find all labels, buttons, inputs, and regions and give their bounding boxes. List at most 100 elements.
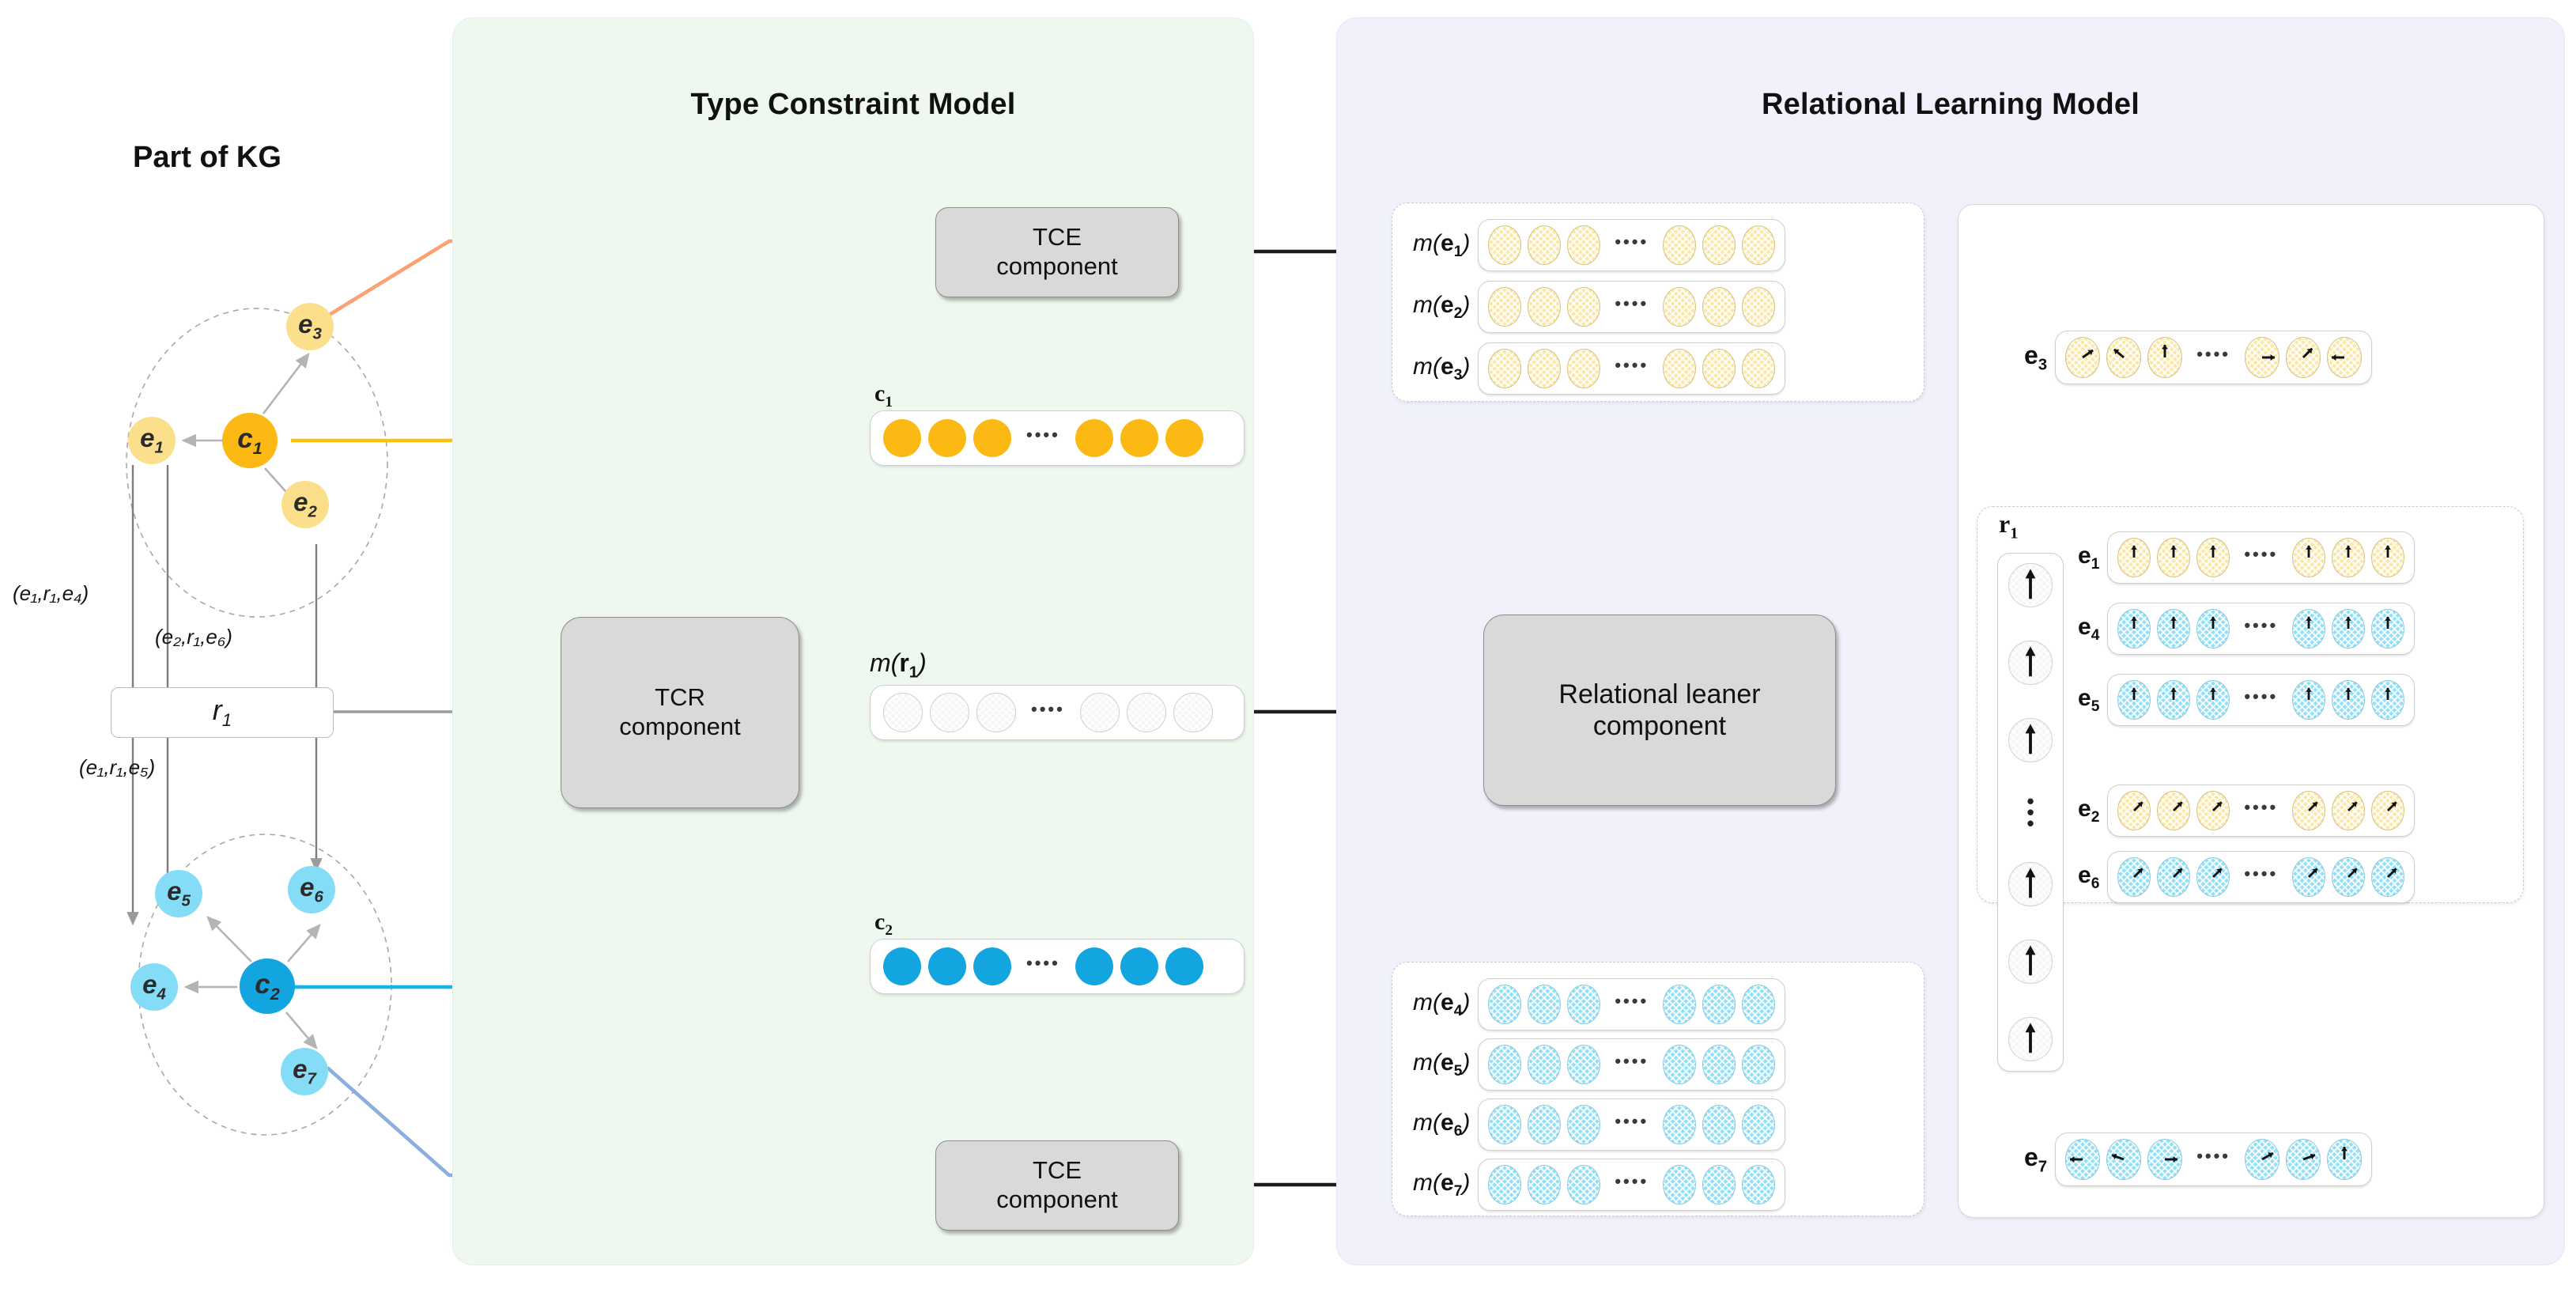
kg-node-e6[interactable]: e6	[288, 866, 335, 913]
embedding-capsule[interactable]: ••••	[1478, 219, 1786, 271]
embedding-capsule[interactable]: ••••	[1478, 1098, 1786, 1151]
embedding-cell	[1663, 1165, 1697, 1204]
output-capsule[interactable]: ••••	[2107, 531, 2415, 584]
embedding-row-label: m(e2)	[1413, 291, 1471, 322]
embedding-cell	[1663, 985, 1697, 1024]
c1-type-vector[interactable]: ••••	[870, 410, 1245, 466]
output-row-e1: e1••••	[2078, 531, 2415, 584]
embedding-row-me7: m(e7)••••	[1413, 1159, 1786, 1211]
embedding-cell	[1567, 985, 1601, 1024]
output-capsule[interactable]: ••••	[2055, 1133, 2372, 1186]
output-capsule[interactable]: ••••	[2107, 674, 2415, 726]
dial-cell	[2332, 857, 2366, 897]
relational-learner-component[interactable]: Relational leaner component	[1483, 614, 1836, 806]
vector-cell	[928, 947, 966, 985]
kg-node-e3[interactable]: e3	[286, 303, 334, 350]
embedding-cell	[1742, 225, 1776, 265]
output-row-label: e7	[2024, 1142, 2048, 1176]
vector-cell	[1075, 419, 1113, 457]
embedding-cell	[1488, 985, 1522, 1024]
kg-relation-r1[interactable]: r1	[111, 687, 334, 738]
relation-arrow-cell	[2008, 940, 2053, 985]
vector-cell	[1173, 693, 1213, 732]
output-row-label: e5	[2078, 684, 2100, 715]
vector-cell	[1165, 947, 1203, 985]
rlc-line1: Relational leaner	[1558, 679, 1761, 709]
vertical-ellipsis: • • •	[2026, 788, 2034, 836]
tce-top-line1: TCE	[1033, 223, 1082, 251]
dial-cell	[2117, 609, 2151, 648]
dial-cell	[2147, 337, 2183, 378]
tce-component-bottom[interactable]: TCE component	[935, 1140, 1179, 1231]
dial-cell	[2117, 791, 2151, 830]
embedding-cell	[1567, 1165, 1601, 1204]
tcr-component[interactable]: TCR component	[561, 617, 799, 808]
c2-vector-label: c2	[874, 909, 893, 939]
vector-cell	[1079, 693, 1120, 732]
dial-cell	[2196, 857, 2230, 897]
entity-embeddings-card-bottom: m(e4)••••m(e5)••••m(e6)••••m(e7)••••	[1392, 962, 1924, 1216]
kg-node-e5[interactable]: e5	[155, 870, 202, 917]
kg-node-e7[interactable]: e7	[281, 1048, 328, 1095]
embedding-capsule[interactable]: ••••	[1478, 1038, 1786, 1091]
embedding-row-label: m(e1)	[1413, 229, 1471, 260]
output-row-e2: e2••••	[2078, 785, 2415, 837]
embedding-cell	[1528, 1165, 1562, 1204]
output-capsule[interactable]: ••••	[2107, 603, 2415, 655]
vector-cell	[976, 693, 1016, 732]
embedding-row-label: m(e5)	[1413, 1049, 1471, 1080]
embedding-capsule[interactable]: ••••	[1478, 1159, 1786, 1211]
output-row-label: e3	[2024, 340, 2048, 374]
triple-label-2: (e₂,r₁,e₆)	[155, 625, 232, 648]
dial-cell	[2117, 857, 2151, 897]
embedding-cell	[1742, 349, 1776, 388]
kg-node-c1[interactable]: c1	[222, 413, 278, 468]
embedding-cell	[1488, 1165, 1522, 1204]
output-capsule[interactable]: ••••	[2107, 785, 2415, 837]
embedding-cell	[1528, 349, 1562, 388]
dial-cell	[2196, 538, 2230, 577]
kg-node-c2[interactable]: c2	[240, 959, 295, 1014]
vector-cell	[930, 693, 969, 732]
vector-cell	[1120, 419, 1158, 457]
embedding-row-me6: m(e6)••••	[1413, 1098, 1786, 1151]
embedding-cell	[1528, 1105, 1562, 1144]
embedding-capsule[interactable]: ••••	[1478, 281, 1786, 333]
embedding-cell	[1702, 349, 1736, 388]
embedding-capsule[interactable]: ••••	[1478, 978, 1786, 1030]
dial-cell	[2292, 538, 2326, 577]
tce-component-top[interactable]: TCE component	[935, 207, 1179, 297]
dial-cell	[2106, 337, 2142, 378]
kg-node-e1[interactable]: e1	[128, 417, 176, 464]
dial-cell	[2327, 337, 2362, 378]
mr1-relation-vector[interactable]: ••••	[870, 685, 1245, 740]
output-row-e5: e5••••	[2078, 674, 2415, 726]
output-capsule[interactable]: ••••	[2055, 331, 2372, 384]
dial-cell	[2157, 538, 2191, 577]
dial-cell	[2196, 791, 2230, 830]
vector-cell	[973, 419, 1011, 457]
kg-node-e2[interactable]: e2	[281, 481, 329, 528]
dial-cell	[2286, 337, 2321, 378]
embedding-cell	[1488, 349, 1522, 388]
dial-cell	[2371, 857, 2405, 897]
dial-cell	[2286, 1139, 2321, 1180]
embedding-cell	[1567, 287, 1601, 327]
embedding-cell	[1488, 1045, 1522, 1084]
c2-type-vector[interactable]: ••••	[870, 939, 1245, 994]
vector-cell	[1165, 419, 1203, 457]
output-capsule[interactable]: ••••	[2107, 851, 2415, 903]
r1-arrow-column[interactable]: • • •	[1997, 553, 2064, 1072]
embedding-cell	[1567, 1045, 1601, 1084]
embedding-cell	[1567, 1105, 1601, 1144]
dial-cell	[2106, 1139, 2142, 1180]
embedding-capsule[interactable]: ••••	[1478, 342, 1786, 395]
kg-node-e4[interactable]: e4	[130, 963, 178, 1011]
c1-vector-label: c1	[874, 380, 893, 410]
vector-cell	[1120, 947, 1158, 985]
vector-cell	[1075, 947, 1113, 985]
dial-cell	[2196, 609, 2230, 648]
embedding-cell	[1488, 287, 1522, 327]
vector-cell	[973, 947, 1011, 985]
tcr-line1: TCR	[655, 683, 705, 712]
